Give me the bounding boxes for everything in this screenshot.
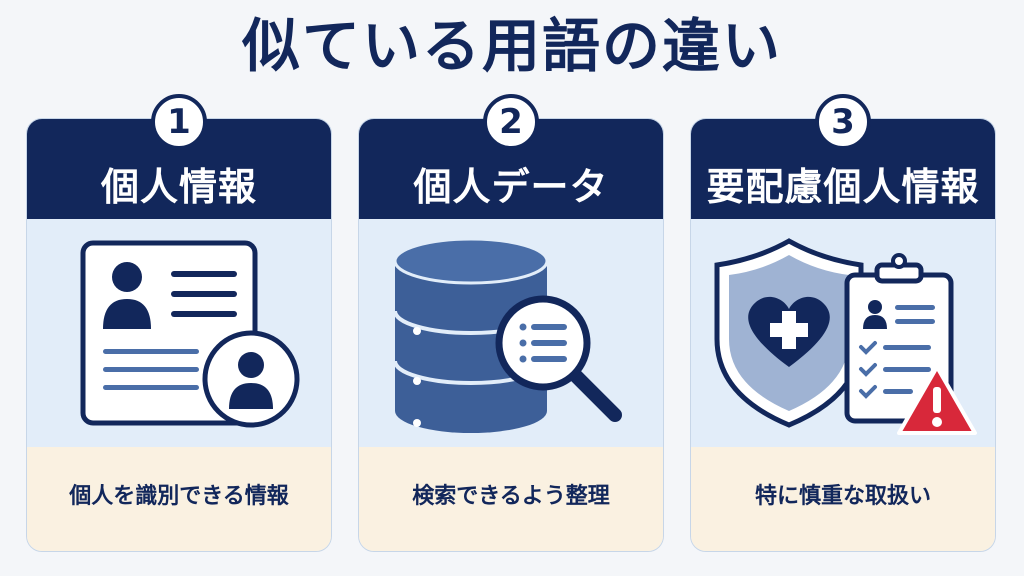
card-heading: 個人情報	[100, 165, 257, 209]
number-badge-3: 3	[815, 94, 871, 150]
card-heading: 個人データ	[413, 165, 609, 209]
card-description: 検索できるよう整理	[412, 484, 610, 509]
number-badge-1: 1	[151, 94, 207, 150]
card-footer: 検索できるよう整理	[359, 447, 663, 551]
card-sensitive-personal-information: 要配慮個人情報	[690, 118, 996, 552]
page-title: 似ている用語の違い	[241, 12, 782, 80]
card-personal-data: 個人データ 検索できるよう整理	[358, 118, 664, 552]
card-personal-information: 個人情報 個人を識別できる情報	[26, 118, 332, 552]
card-heading: 要配慮個人情報	[706, 165, 980, 209]
shield-clipboard-warning-icon	[691, 219, 995, 451]
id-card-icon	[27, 219, 331, 451]
card-footer: 個人を識別できる情報	[27, 447, 331, 551]
number-badge-2: 2	[483, 94, 539, 150]
card-description: 特に慎重な取扱い	[754, 484, 931, 509]
card-header: 要配慮個人情報	[691, 119, 995, 219]
database-search-icon	[359, 219, 663, 451]
card-description: 個人を識別できる情報	[69, 484, 289, 509]
card-footer: 特に慎重な取扱い	[691, 447, 995, 551]
